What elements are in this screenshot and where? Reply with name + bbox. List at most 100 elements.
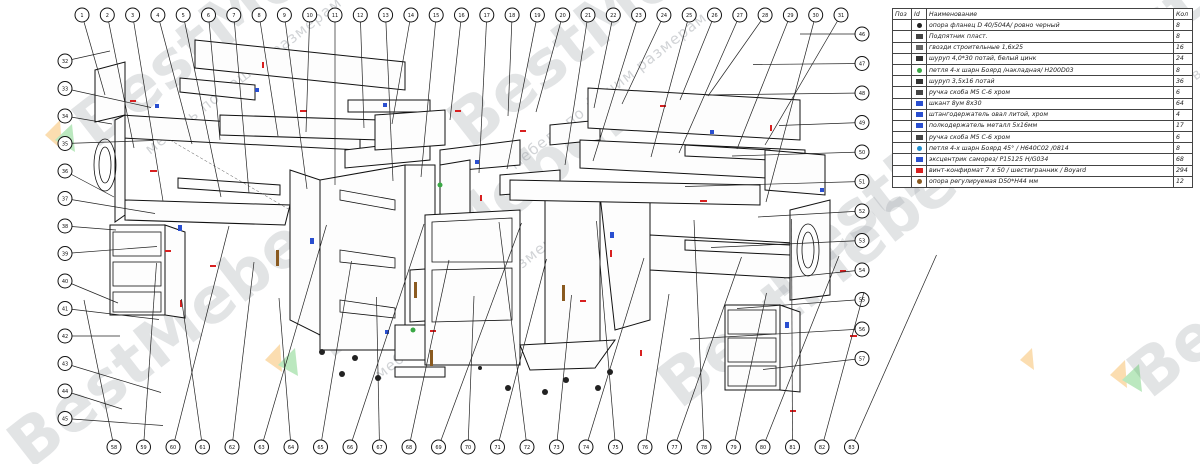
callout-number: 16 [458, 13, 464, 19]
callout-marker: 65 [313, 260, 352, 455]
callout-circle [555, 7, 571, 23]
callout-number: 26 [711, 13, 717, 19]
callout-number: 9 [283, 13, 286, 19]
callout-number: 62 [229, 445, 235, 451]
leader-line [181, 298, 203, 448]
callout-marker: 25 [650, 7, 697, 158]
leader-line [438, 222, 522, 448]
row-position [892, 41, 912, 54]
callout-circle [342, 439, 358, 455]
callout-marker: 77 [667, 256, 742, 455]
header-id: Id [911, 7, 927, 21]
shelf-support-icon [915, 123, 923, 129]
leader-line [64, 170, 115, 198]
callout-circle [313, 439, 328, 455]
confirmat-icon [915, 168, 923, 174]
callout-number: 71 [494, 445, 500, 451]
leader-line [705, 92, 863, 96]
callout-marker: 42 [57, 328, 120, 344]
row-name: опора фланец D 40/504A/ ровно черный [926, 19, 1174, 32]
screw-icon [915, 56, 923, 62]
callout-marker: 51 [684, 174, 870, 189]
callout-number: 64 [288, 445, 294, 451]
callout-number: 39 [62, 252, 68, 258]
header-position: Поз [892, 7, 912, 21]
callout-marker: 64 [278, 297, 299, 455]
handle-icon [915, 134, 923, 140]
callout-circle [57, 383, 73, 399]
callout-marker: 59 [136, 262, 157, 455]
row-quantity: 16 [1173, 41, 1193, 54]
callout-number: 52 [859, 209, 865, 215]
callout-circle [57, 191, 73, 206]
callout-circle [608, 439, 623, 455]
callout-circle [519, 439, 535, 455]
callout-marker: 71 [490, 258, 547, 455]
hinge-icon [916, 67, 922, 73]
row-name: штангодержатель овал литой, хром [926, 108, 1174, 121]
row-position [892, 164, 912, 177]
callout-number: 24 [661, 13, 667, 19]
callout-circle [757, 7, 773, 23]
callout-circle [224, 439, 240, 455]
callout-marker: 47 [752, 56, 870, 71]
callout-number: 42 [62, 334, 68, 340]
row-icon-cell [911, 19, 927, 32]
washer-icon [916, 22, 922, 28]
leader-line [821, 291, 865, 448]
callout-marker: 3 [125, 7, 164, 202]
callout-marker: 43 [57, 356, 162, 393]
leader-line [261, 224, 327, 448]
row-quantity: 294 [1173, 164, 1193, 177]
callout-number: 53 [859, 239, 865, 245]
callout-marker: 7 [226, 7, 250, 194]
callout-number: 54 [859, 268, 865, 274]
callout-marker: 50 [731, 144, 870, 160]
callout-number: 67 [376, 445, 382, 451]
callout-marker: 5 [175, 7, 222, 198]
callout-number: 80 [760, 445, 766, 451]
leader-line [596, 220, 616, 448]
callout-marker: 53 [710, 233, 870, 248]
row-quantity: 6 [1173, 86, 1193, 99]
callout-marker: 78 [693, 219, 712, 455]
callout-circle [57, 136, 73, 151]
callout-number: 76 [642, 445, 648, 451]
leader-line [778, 122, 863, 126]
callout-number: 56 [859, 327, 865, 333]
leader-line [320, 260, 352, 448]
callout-circle [578, 439, 594, 455]
leader-line [258, 14, 279, 137]
leader-line [731, 151, 863, 157]
leader-line [376, 296, 380, 448]
callout-marker: 27 [678, 7, 748, 154]
callout-circle [631, 7, 647, 23]
callout-circle [99, 7, 115, 23]
row-quantity: 24 [1173, 52, 1193, 65]
callout-circle [57, 411, 73, 426]
leader-line [64, 280, 119, 304]
callout-marker: 34 [57, 108, 113, 125]
row-quantity: 6 [1173, 131, 1193, 144]
callout-circle [854, 321, 870, 337]
row-name: эксцентрик саморез/ P15125 H/G034 [926, 153, 1174, 166]
callout-number: 10 [307, 13, 313, 19]
callout-circle [782, 7, 798, 23]
row-quantity: 8 [1173, 19, 1193, 32]
handle-icon [915, 89, 923, 95]
callout-marker: 24 [621, 7, 672, 105]
leader-line [674, 256, 742, 448]
callout-number: 19 [534, 13, 540, 19]
callout-circle [854, 351, 870, 366]
leader-line [707, 14, 766, 97]
callout-number: 8 [258, 13, 261, 19]
callout-number: 4 [156, 13, 159, 19]
callout-circle [431, 439, 446, 455]
callout-number: 69 [435, 445, 441, 451]
